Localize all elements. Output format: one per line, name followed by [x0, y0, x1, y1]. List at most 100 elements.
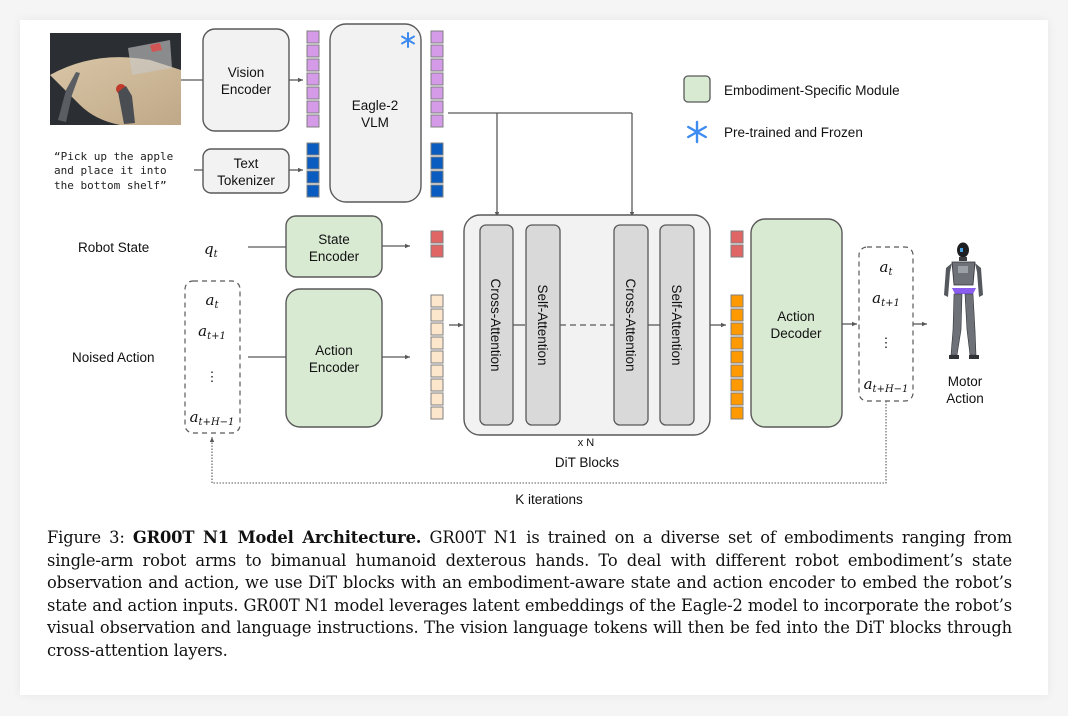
motor-action-label-1: Motor — [948, 374, 983, 389]
vision-token — [306, 114, 320, 128]
instruction-line-1: “Pick up the apple — [54, 150, 173, 163]
vlm-label-2: VLM — [361, 115, 389, 130]
action-sequence-item: at — [880, 258, 894, 278]
denoised-action-token — [730, 378, 744, 392]
action-sequence-item: at+1 — [198, 322, 226, 342]
noised-action-token — [430, 308, 444, 322]
svg-text:Cross-Attention: Cross-Attention — [623, 278, 638, 371]
noised-action-token — [430, 350, 444, 364]
text-token — [430, 184, 444, 198]
instruction-line-2: and place it into — [54, 164, 167, 177]
noised-action-label: Noised Action — [72, 350, 155, 365]
denoised-action-token — [730, 308, 744, 322]
denoised-action-tokens — [730, 294, 744, 420]
vision-token — [306, 30, 320, 44]
text-tokenizer-label-1: Text — [234, 156, 259, 171]
dit-repeat-label: x N — [578, 437, 595, 449]
robot-state-label: Robot State — [78, 240, 149, 255]
snowflake-icon — [401, 32, 415, 48]
denoised-action-token — [730, 392, 744, 406]
state-token — [730, 244, 744, 258]
figure-caption: Figure 3: GR00T N1 Model Architecture. G… — [47, 527, 1012, 663]
noised-action-token — [430, 322, 444, 336]
state-tokens-input — [430, 230, 444, 258]
denoised-action-token — [730, 322, 744, 336]
state-encoder-module: State Encoder — [285, 215, 383, 278]
legend-snowflake-icon — [687, 120, 707, 144]
vlm-label-1: Eagle-2 — [352, 98, 399, 113]
action-sequence-item: at — [206, 291, 220, 311]
vision-token — [430, 44, 444, 58]
action-decoder-label-2: Decoder — [770, 326, 822, 341]
text-token — [306, 142, 320, 156]
vision-tokens-input — [306, 30, 320, 128]
instruction-line-3: the bottom shelf” — [54, 179, 167, 192]
text-token — [306, 184, 320, 198]
text-tokens-output — [430, 142, 444, 198]
dit-blocks: Cross-Attention Self-Attention Cross-Att… — [463, 214, 711, 470]
cross-attention-block-n: Cross-Attention — [613, 224, 649, 426]
vision-token — [306, 86, 320, 100]
dit-blocks-label: DiT Blocks — [555, 455, 620, 470]
legend-label-frozen: Pre-trained and Frozen — [724, 125, 863, 140]
action-sequence-item: at+1 — [872, 289, 900, 309]
vision-tokens-output — [430, 30, 444, 128]
state-token — [730, 230, 744, 244]
caption-body: GR00T N1 is trained on a diverse set of … — [47, 528, 1012, 660]
text-tokenizer-module: Text Tokenizer — [202, 148, 290, 194]
noised-action-token — [430, 406, 444, 420]
action-sequence-item: ⋮ — [880, 336, 893, 351]
text-token — [306, 170, 320, 184]
state-token — [430, 244, 444, 258]
noised-action-token — [430, 378, 444, 392]
green-module-swatch — [683, 75, 711, 103]
action-encoder-label-1: Action — [315, 343, 353, 358]
vision-token — [430, 30, 444, 44]
text-token — [430, 170, 444, 184]
text-token — [430, 142, 444, 156]
vision-token — [430, 114, 444, 128]
text-tokenizer-label-2: Tokenizer — [217, 173, 275, 188]
vision-token — [306, 72, 320, 86]
predicted-action-sequence: at at+1 ⋮ at+H−1 — [858, 246, 914, 402]
text-token — [306, 156, 320, 170]
noised-action-token — [430, 392, 444, 406]
vision-token — [430, 100, 444, 114]
vision-encoder-label-2: Encoder — [221, 82, 272, 97]
legend: Embodiment-Specific Module Pre-trained a… — [683, 75, 900, 144]
action-decoder-module: Action Decoder — [750, 218, 843, 428]
text-tokens-input — [306, 142, 320, 198]
denoised-action-token — [730, 406, 744, 420]
vision-token — [430, 58, 444, 72]
state-encoder-label-1: State — [318, 232, 350, 247]
denoised-action-token — [730, 350, 744, 364]
svg-text:Self-Attention: Self-Attention — [535, 284, 550, 365]
vision-token — [306, 100, 320, 114]
cross-attention-block-1: Cross-Attention — [479, 224, 514, 426]
vision-token — [306, 44, 320, 58]
motor-action-label-2: Action — [946, 391, 984, 406]
self-attention-block-1: Self-Attention — [525, 224, 561, 426]
eagle-vlm-module: Eagle-2 VLM — [329, 23, 422, 203]
noised-action-tokens — [430, 294, 444, 420]
denoised-action-token — [730, 336, 744, 350]
state-encoder-label-2: Encoder — [309, 249, 360, 264]
state-tokens-output — [730, 230, 744, 258]
svg-text:Cross-Attention: Cross-Attention — [488, 278, 503, 371]
noised-action-token — [430, 294, 444, 308]
vision-token — [306, 58, 320, 72]
state-token — [430, 230, 444, 244]
action-decoder-label-1: Action — [777, 309, 815, 324]
noised-action-token — [430, 364, 444, 378]
caption-title: GR00T N1 Model Architecture. — [132, 528, 422, 547]
vision-encoder-module: Vision Encoder — [202, 28, 290, 132]
svg-text:Self-Attention: Self-Attention — [669, 284, 684, 365]
action-sequence-item: at+H−1 — [864, 375, 909, 395]
action-encoder-label-2: Encoder — [309, 360, 360, 375]
vision-token — [430, 72, 444, 86]
text-token — [430, 156, 444, 170]
robot-camera-image — [50, 33, 181, 126]
vision-token — [430, 86, 444, 100]
